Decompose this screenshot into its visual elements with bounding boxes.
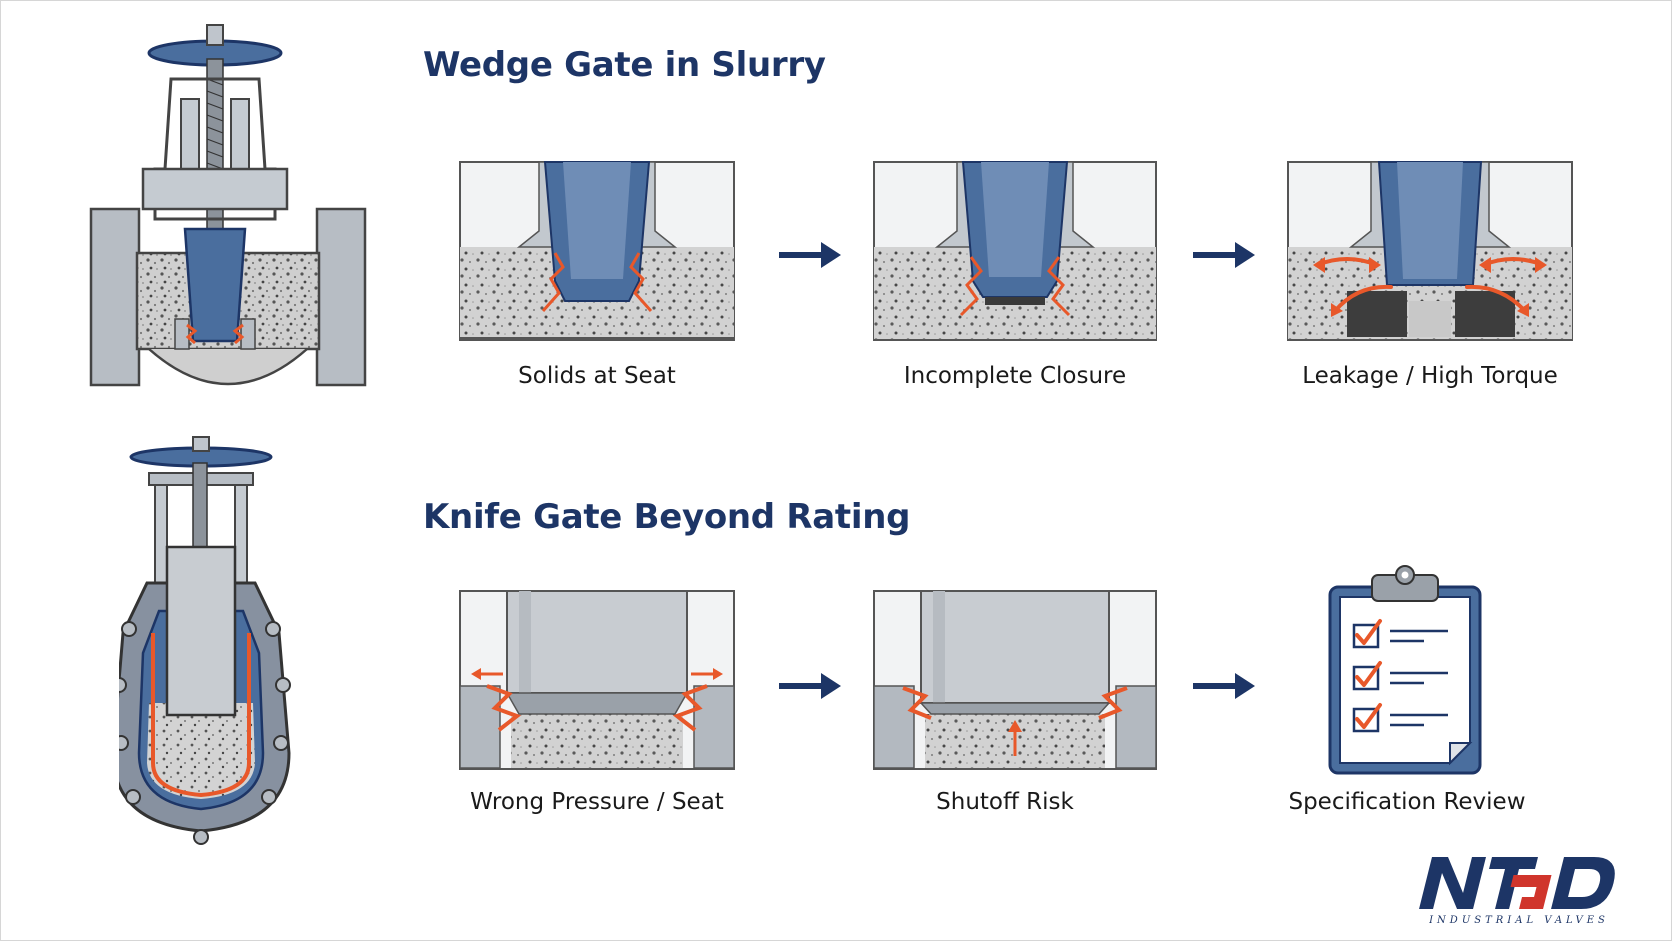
- arrow-right-icon: [1191, 671, 1257, 701]
- arrow-right-icon: [777, 671, 843, 701]
- knife-gate-valve-illustration: [119, 433, 309, 863]
- wedge-gate-valve-illustration: [89, 19, 367, 415]
- caption-leakage-high-torque: Leakage / High Torque: [1302, 363, 1558, 389]
- clipboard-checklist-icon: [1326, 565, 1484, 777]
- ntgd-logo: INDUSTRIAL VALVES: [1409, 853, 1629, 925]
- row-title-knife-gate: Knife Gate Beyond Rating: [423, 497, 911, 537]
- panel-solids-at-seat: [459, 161, 735, 341]
- row-title-wedge-gate: Wedge Gate in Slurry: [423, 45, 826, 85]
- panel-incomplete-closure: [873, 161, 1157, 341]
- arrow-right-icon: [777, 240, 843, 270]
- caption-solids-at-seat: Solids at Seat: [518, 363, 676, 389]
- panel-wrong-pressure-seat: [459, 590, 735, 770]
- panel-leakage-high-torque: [1287, 161, 1573, 341]
- panel-shutoff-risk: [873, 590, 1157, 770]
- caption-shutoff-risk: Shutoff Risk: [936, 789, 1074, 815]
- caption-specification-review: Specification Review: [1288, 789, 1526, 815]
- arrow-right-icon: [1191, 240, 1257, 270]
- caption-incomplete-closure: Incomplete Closure: [903, 363, 1127, 389]
- logo-tagline: INDUSTRIAL VALVES: [1428, 915, 1609, 925]
- caption-wrong-pressure-seat: Wrong Pressure / Seat: [470, 789, 724, 815]
